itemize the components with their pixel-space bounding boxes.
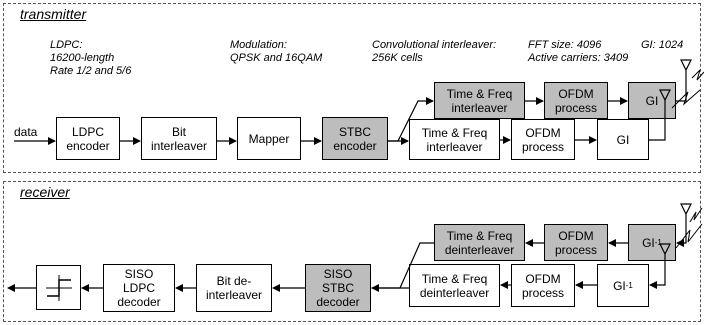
stbc-encoder-block: STBC encoder (322, 117, 388, 160)
hard-decision-step-icon (45, 274, 72, 301)
transmitter-panel (3, 3, 701, 173)
siso-stbc-decoder-block: SISO STBC decoder (305, 264, 371, 312)
gi-note: GI: 1024 (641, 39, 684, 51)
wireless-link-icons (671, 69, 704, 249)
siso-ldpc-decoder-block: SISO LDPC decoder (103, 264, 175, 312)
antenna-icons (659, 59, 692, 256)
receiver-panel (3, 181, 701, 322)
transmitter-title: transmitter (20, 6, 87, 22)
ofdm-rx-bottom-block: OFDM process (511, 264, 575, 307)
interleaver-note: Convolutional interleaver: 256K cells (372, 39, 497, 64)
modulation-note: Modulation: QPSK and 16QAM (230, 39, 323, 64)
gi-inverse-top-superscript: -1 (654, 237, 662, 247)
tf-interleaver-bottom-block: Time & Freq interleaver (409, 119, 500, 160)
hard-decision-block (36, 265, 81, 310)
gi-inverse-bottom-block: GI-1 (597, 264, 649, 307)
fft-note: FFT size: 4096 Active carriers: 3409 (528, 39, 629, 64)
ofdm-top-block: OFDM process (544, 82, 608, 119)
gi-inverse-top-block: GI-1 (628, 224, 676, 261)
data-input-label: data (14, 125, 38, 139)
bit-deinterleaver-block: Bit de- interleaver (196, 264, 272, 312)
gi-inverse-bottom-label: GI (613, 278, 626, 293)
gi-inverse-bottom-superscript: -1 (625, 280, 633, 290)
ofdm-rx-top-block: OFDM process (544, 224, 608, 261)
gi-bottom-block: GI (597, 119, 649, 160)
gi-inverse-top-label: GI (642, 235, 655, 250)
tf-interleaver-top-block: Time & Freq interleaver (434, 82, 525, 119)
gi-top-block: GI (628, 82, 676, 119)
ldpc-note: LDPC: 16200-length Rate 1/2 and 5/6 (50, 39, 132, 77)
bit-interleaver-block: Bit interleaver (141, 117, 217, 160)
mapper-block: Mapper (237, 117, 301, 160)
receiver-title: receiver (20, 184, 70, 200)
tf-deinterleaver-bottom-block: Time & Freq deinterleaver (409, 264, 500, 307)
ldpc-encoder-block: LDPC encoder (56, 117, 120, 160)
tf-deinterleaver-top-block: Time & Freq deinterleaver (434, 224, 525, 261)
ofdm-bottom-block: OFDM process (511, 119, 575, 160)
